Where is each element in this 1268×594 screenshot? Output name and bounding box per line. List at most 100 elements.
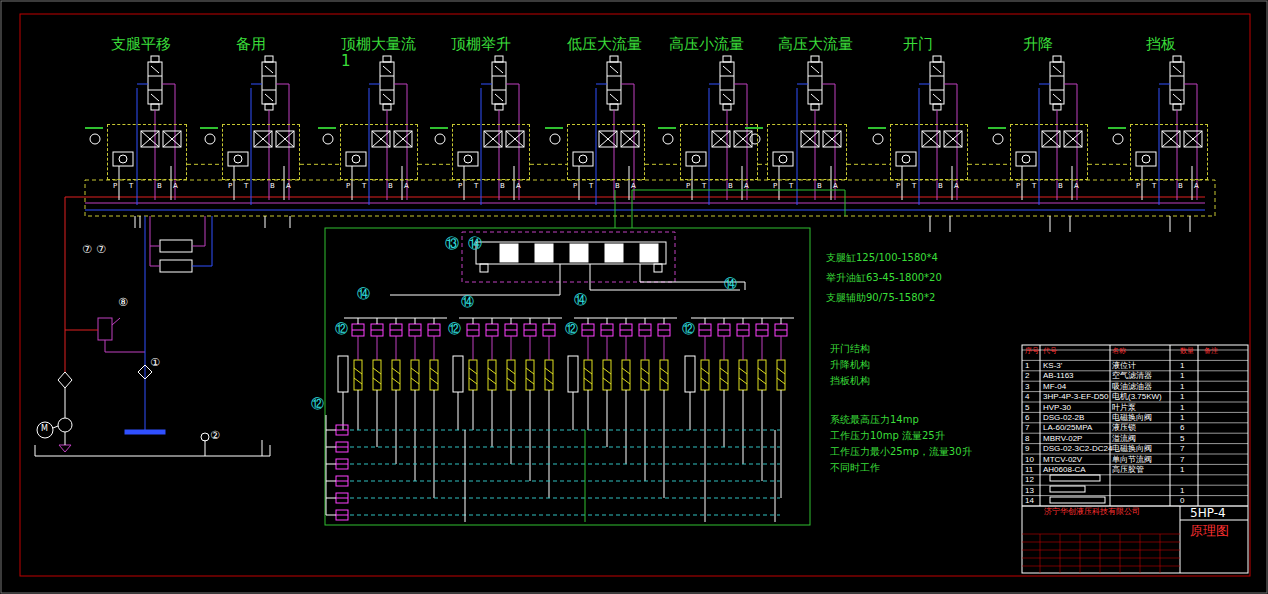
note: 升降机构 <box>830 359 870 370</box>
solenoid <box>723 104 731 110</box>
title-block <box>1022 345 1248 573</box>
table-header: 名称 <box>1112 347 1126 355</box>
schematic-line <box>251 84 262 85</box>
valve-section: 高压小流量 <box>680 124 758 180</box>
schematic-line <box>664 318 665 324</box>
schematic-line <box>1040 534 1041 573</box>
schematic-line <box>390 295 560 296</box>
schematic-line <box>664 336 665 360</box>
schematic-line <box>988 127 1006 129</box>
schematic-line <box>1198 345 1199 506</box>
schematic-line <box>336 447 348 448</box>
valve-stack <box>462 232 675 282</box>
valve-section: 高压大流量 <box>767 124 847 180</box>
solenoid <box>383 104 391 110</box>
schematic-line <box>1022 534 1180 535</box>
schematic-line <box>492 90 506 91</box>
schematic-line <box>326 515 336 516</box>
schematic-line <box>607 318 608 324</box>
port-letter: P <box>1016 183 1020 191</box>
note: 开门结构 <box>830 343 870 354</box>
port-letter: T <box>244 183 248 191</box>
schematic-line <box>119 166 120 200</box>
solenoid-valve <box>699 324 711 336</box>
manifold-link <box>645 164 680 165</box>
valve-block <box>621 131 639 147</box>
schematic-line <box>1022 370 1248 371</box>
table-cell: 1 <box>1180 383 1184 392</box>
schematic-line <box>65 197 1205 340</box>
schematic-line <box>660 378 668 384</box>
callout-number: ⑦ <box>96 244 106 256</box>
callout-number: ⑦ <box>82 244 92 256</box>
schematic-line <box>530 318 531 324</box>
table-cell: 3HP-4P-3-EF-D50 <box>1043 393 1108 402</box>
port-letter: T <box>1152 183 1156 191</box>
schematic-line <box>1064 131 1082 147</box>
port-letter: T <box>702 183 706 191</box>
valve-section: 备用 <box>222 124 300 180</box>
schematic-line <box>415 318 416 324</box>
manifold-link <box>418 164 452 165</box>
schematic-line <box>718 330 730 331</box>
schematic-line <box>620 330 632 331</box>
solenoid-valve <box>486 324 498 336</box>
schematic-line <box>745 127 763 129</box>
schematic-line <box>85 210 1205 211</box>
schematic-line <box>723 66 731 73</box>
table-cell: 溢流阀 <box>1112 435 1136 444</box>
schematic-line <box>396 318 397 324</box>
check-ball <box>579 155 587 163</box>
schematic-line <box>140 216 141 228</box>
table-header: 备注 <box>1204 347 1218 355</box>
callout-number: ⑫ <box>565 322 578 336</box>
port-letter: B <box>728 183 733 191</box>
schematic-line <box>326 447 336 448</box>
schematic-line <box>495 94 503 101</box>
schematic-line <box>58 372 72 388</box>
schematic-line <box>514 166 515 200</box>
schematic-line <box>777 368 785 374</box>
schematic-line <box>549 390 550 498</box>
schematic-line <box>1022 558 1180 559</box>
port-letter: T <box>362 183 366 191</box>
schematic-line <box>409 330 421 331</box>
schematic-line <box>1022 391 1248 392</box>
schematic-line <box>658 127 676 129</box>
cylinder-spring <box>469 360 477 390</box>
check-valve <box>773 152 793 166</box>
table-cell: 电磁换向阀 <box>1112 445 1152 454</box>
schematic-line <box>507 378 515 384</box>
schematic-line <box>1159 84 1170 85</box>
solenoid <box>151 56 159 62</box>
manifold-block <box>85 180 1215 216</box>
check-valve <box>113 152 133 166</box>
schematic-line <box>811 66 819 73</box>
solenoid <box>610 56 618 62</box>
schematic-line <box>506 131 524 147</box>
gauge-port <box>750 134 760 144</box>
schematic-line <box>952 166 953 200</box>
schematic-line <box>145 216 146 430</box>
valve-section: 顶棚大量流 1 <box>340 124 418 180</box>
schematic-line <box>579 166 580 200</box>
pump-symbol <box>58 418 72 432</box>
solenoid-valve <box>505 324 517 336</box>
schematic-line <box>65 432 66 445</box>
schematic-line <box>506 131 524 147</box>
schematic-line <box>645 390 646 481</box>
schematic-line <box>1042 131 1060 147</box>
schematic-line <box>823 131 841 147</box>
valve-block <box>163 131 181 147</box>
schematic-line <box>584 368 592 374</box>
schematic-line <box>151 66 159 73</box>
schematic-line <box>724 318 725 324</box>
schematic-line <box>1140 534 1141 573</box>
schematic-line <box>1142 166 1143 200</box>
schematic-line <box>137 88 138 205</box>
schematic-line <box>415 390 416 481</box>
schematic-line <box>150 246 160 247</box>
schematic-line <box>801 131 819 147</box>
company-name: 济宁华创液压科技有限公司 <box>1044 508 1140 517</box>
schematic-line <box>473 390 474 430</box>
